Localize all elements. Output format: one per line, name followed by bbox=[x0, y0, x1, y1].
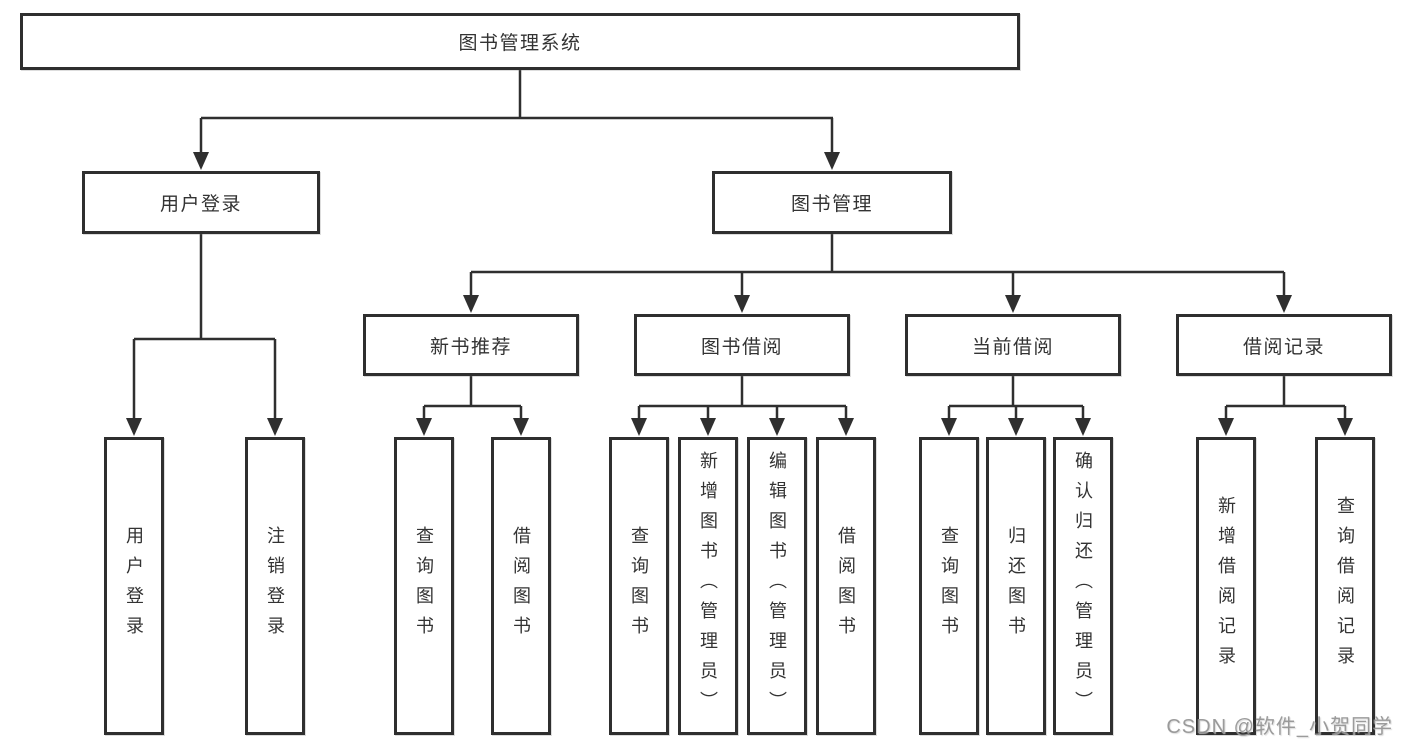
node-label: 图书管理 bbox=[790, 194, 873, 215]
node-label: 新增图书（管理员） bbox=[698, 451, 718, 721]
node-user-login: 用户登录 bbox=[82, 171, 320, 234]
leaf-logout: 注销登录 bbox=[245, 437, 305, 735]
node-label: 归还图书 bbox=[1006, 526, 1026, 646]
leaf-borrow-books-borrowing: 借阅图书 bbox=[816, 437, 876, 735]
node-label: 新书推荐 bbox=[429, 336, 512, 358]
leaf-query-borrow-record: 查询借阅记录 bbox=[1315, 437, 1375, 735]
node-label: 确认归还（管理员） bbox=[1073, 451, 1093, 721]
node-book-borrowing: 图书借阅 bbox=[634, 314, 850, 376]
node-label: 借阅图书 bbox=[836, 526, 856, 646]
node-label: 当前借阅 bbox=[971, 336, 1054, 358]
leaf-return-books: 归还图书 bbox=[986, 437, 1046, 735]
node-new-book-recommendation: 新书推荐 bbox=[363, 314, 579, 376]
node-label: 查询图书 bbox=[629, 526, 649, 646]
node-label: 新增借阅记录 bbox=[1216, 496, 1236, 676]
node-label: 编辑图书（管理员） bbox=[767, 451, 787, 721]
node-label: 查询图书 bbox=[414, 526, 434, 646]
leaf-add-borrow-record: 新增借阅记录 bbox=[1196, 437, 1256, 735]
node-label: 查询借阅记录 bbox=[1335, 496, 1355, 676]
watermark: CSDN @软件_小贺同学 bbox=[1166, 716, 1393, 738]
node-label: 图书管理系统 bbox=[458, 33, 582, 54]
node-library-system: 图书管理系统 bbox=[20, 13, 1020, 70]
leaf-query-books-current: 查询图书 bbox=[919, 437, 979, 735]
node-label: 用户登录 bbox=[124, 526, 144, 646]
node-book-management: 图书管理 bbox=[712, 171, 952, 234]
leaf-edit-book-admin: 编辑图书（管理员） bbox=[747, 437, 807, 735]
node-label: 注销登录 bbox=[265, 526, 285, 646]
leaf-borrow-books-recommend: 借阅图书 bbox=[491, 437, 551, 735]
node-current-borrowing: 当前借阅 bbox=[905, 314, 1121, 376]
node-label: 借阅图书 bbox=[511, 526, 531, 646]
node-label: 图书借阅 bbox=[700, 336, 783, 358]
node-label: 查询图书 bbox=[939, 526, 959, 646]
leaf-user-login: 用户登录 bbox=[104, 437, 164, 735]
node-borrowing-records: 借阅记录 bbox=[1176, 314, 1392, 376]
node-label: 借阅记录 bbox=[1242, 336, 1325, 358]
leaf-confirm-return-admin: 确认归还（管理员） bbox=[1053, 437, 1113, 735]
leaf-query-books-recommend: 查询图书 bbox=[394, 437, 454, 735]
leaf-add-book-admin: 新增图书（管理员） bbox=[678, 437, 738, 735]
leaf-query-books-borrowing: 查询图书 bbox=[609, 437, 669, 735]
node-label: 用户登录 bbox=[159, 194, 242, 215]
